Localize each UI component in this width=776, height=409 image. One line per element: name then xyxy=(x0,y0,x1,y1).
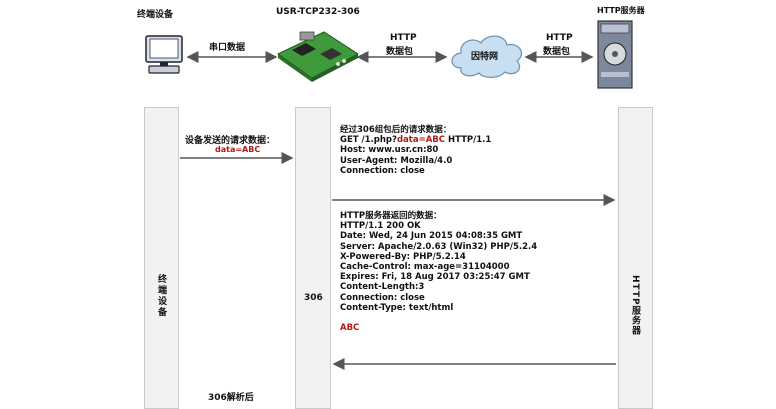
response-line-cache: Cache-Control: max-age=31104000 xyxy=(340,262,510,273)
request-title: 经过306组包后的请求数据： xyxy=(340,125,452,135)
request-line-agent: User-Agent: Mozilla/4.0 xyxy=(340,155,453,166)
http-packet-right-line2: 数据包 xyxy=(543,47,571,57)
terminal-column-label: 终端设备 xyxy=(156,274,166,318)
request-line1: GET /1.php?data=ABC HTTP/1.1 xyxy=(340,135,492,146)
response-title: HTTP服务器返回的数据： xyxy=(340,211,442,221)
http-packet-right-line1: HTTP xyxy=(546,33,573,43)
response-line-server: Server: Apache/2.0.63 (Win32) PHP/5.2.4 xyxy=(340,241,538,252)
server-label: HTTP服务器 xyxy=(597,6,645,15)
diagram-arrows xyxy=(180,51,616,370)
device-label: USR-TCP232-306 xyxy=(276,7,360,17)
request-line-host: Host: www.usr.cn:80 xyxy=(340,145,439,156)
server-lifeline xyxy=(618,107,653,409)
response-line-status: HTTP/1.1 200 OK xyxy=(340,221,421,232)
send-data: data=ABC xyxy=(215,145,261,154)
http-packet-left-line2: 数据包 xyxy=(386,47,414,57)
response-line-powered: X-Powered-By: PHP/5.2.14 xyxy=(340,251,466,262)
http-packet-left-line1: HTTP xyxy=(390,33,417,43)
internet-label: 因特网 xyxy=(471,52,499,62)
server-icon xyxy=(597,20,633,90)
cloud-icon xyxy=(447,30,529,80)
response-line-type: Content-Type: text/html xyxy=(340,302,454,313)
response-body: ABC xyxy=(340,323,360,334)
response-line-length: Content-Length:3 xyxy=(340,282,425,293)
request-block: 经过306组包后的请求数据：GET /1.php?data=ABC HTTP/1… xyxy=(340,125,491,176)
send-title: 设备发送的请求数据： xyxy=(185,136,276,146)
terminal-lifeline xyxy=(144,107,179,409)
device-board-icon xyxy=(272,24,362,86)
computer-icon xyxy=(143,34,185,76)
terminal-label: 终端设备 xyxy=(137,10,174,20)
response-line-connection: Connection: close xyxy=(340,292,425,303)
response-line-date: Date: Wed, 24 Jun 2015 04:08:35 GMT xyxy=(340,231,523,242)
device-lifeline xyxy=(295,107,331,409)
request-data-param: data=ABC xyxy=(396,135,445,146)
request-line-connection: Connection: close xyxy=(340,165,425,176)
server-column-label: HTTP服务器 xyxy=(630,275,640,336)
device-column-label: 306 xyxy=(304,293,323,303)
response-line-expires: Expires: Fri, 18 Aug 2017 03:25:47 GMT xyxy=(340,272,530,283)
serial-data-label: 串口数据 xyxy=(209,43,246,53)
parse-label: 306解析后 xyxy=(208,393,254,403)
